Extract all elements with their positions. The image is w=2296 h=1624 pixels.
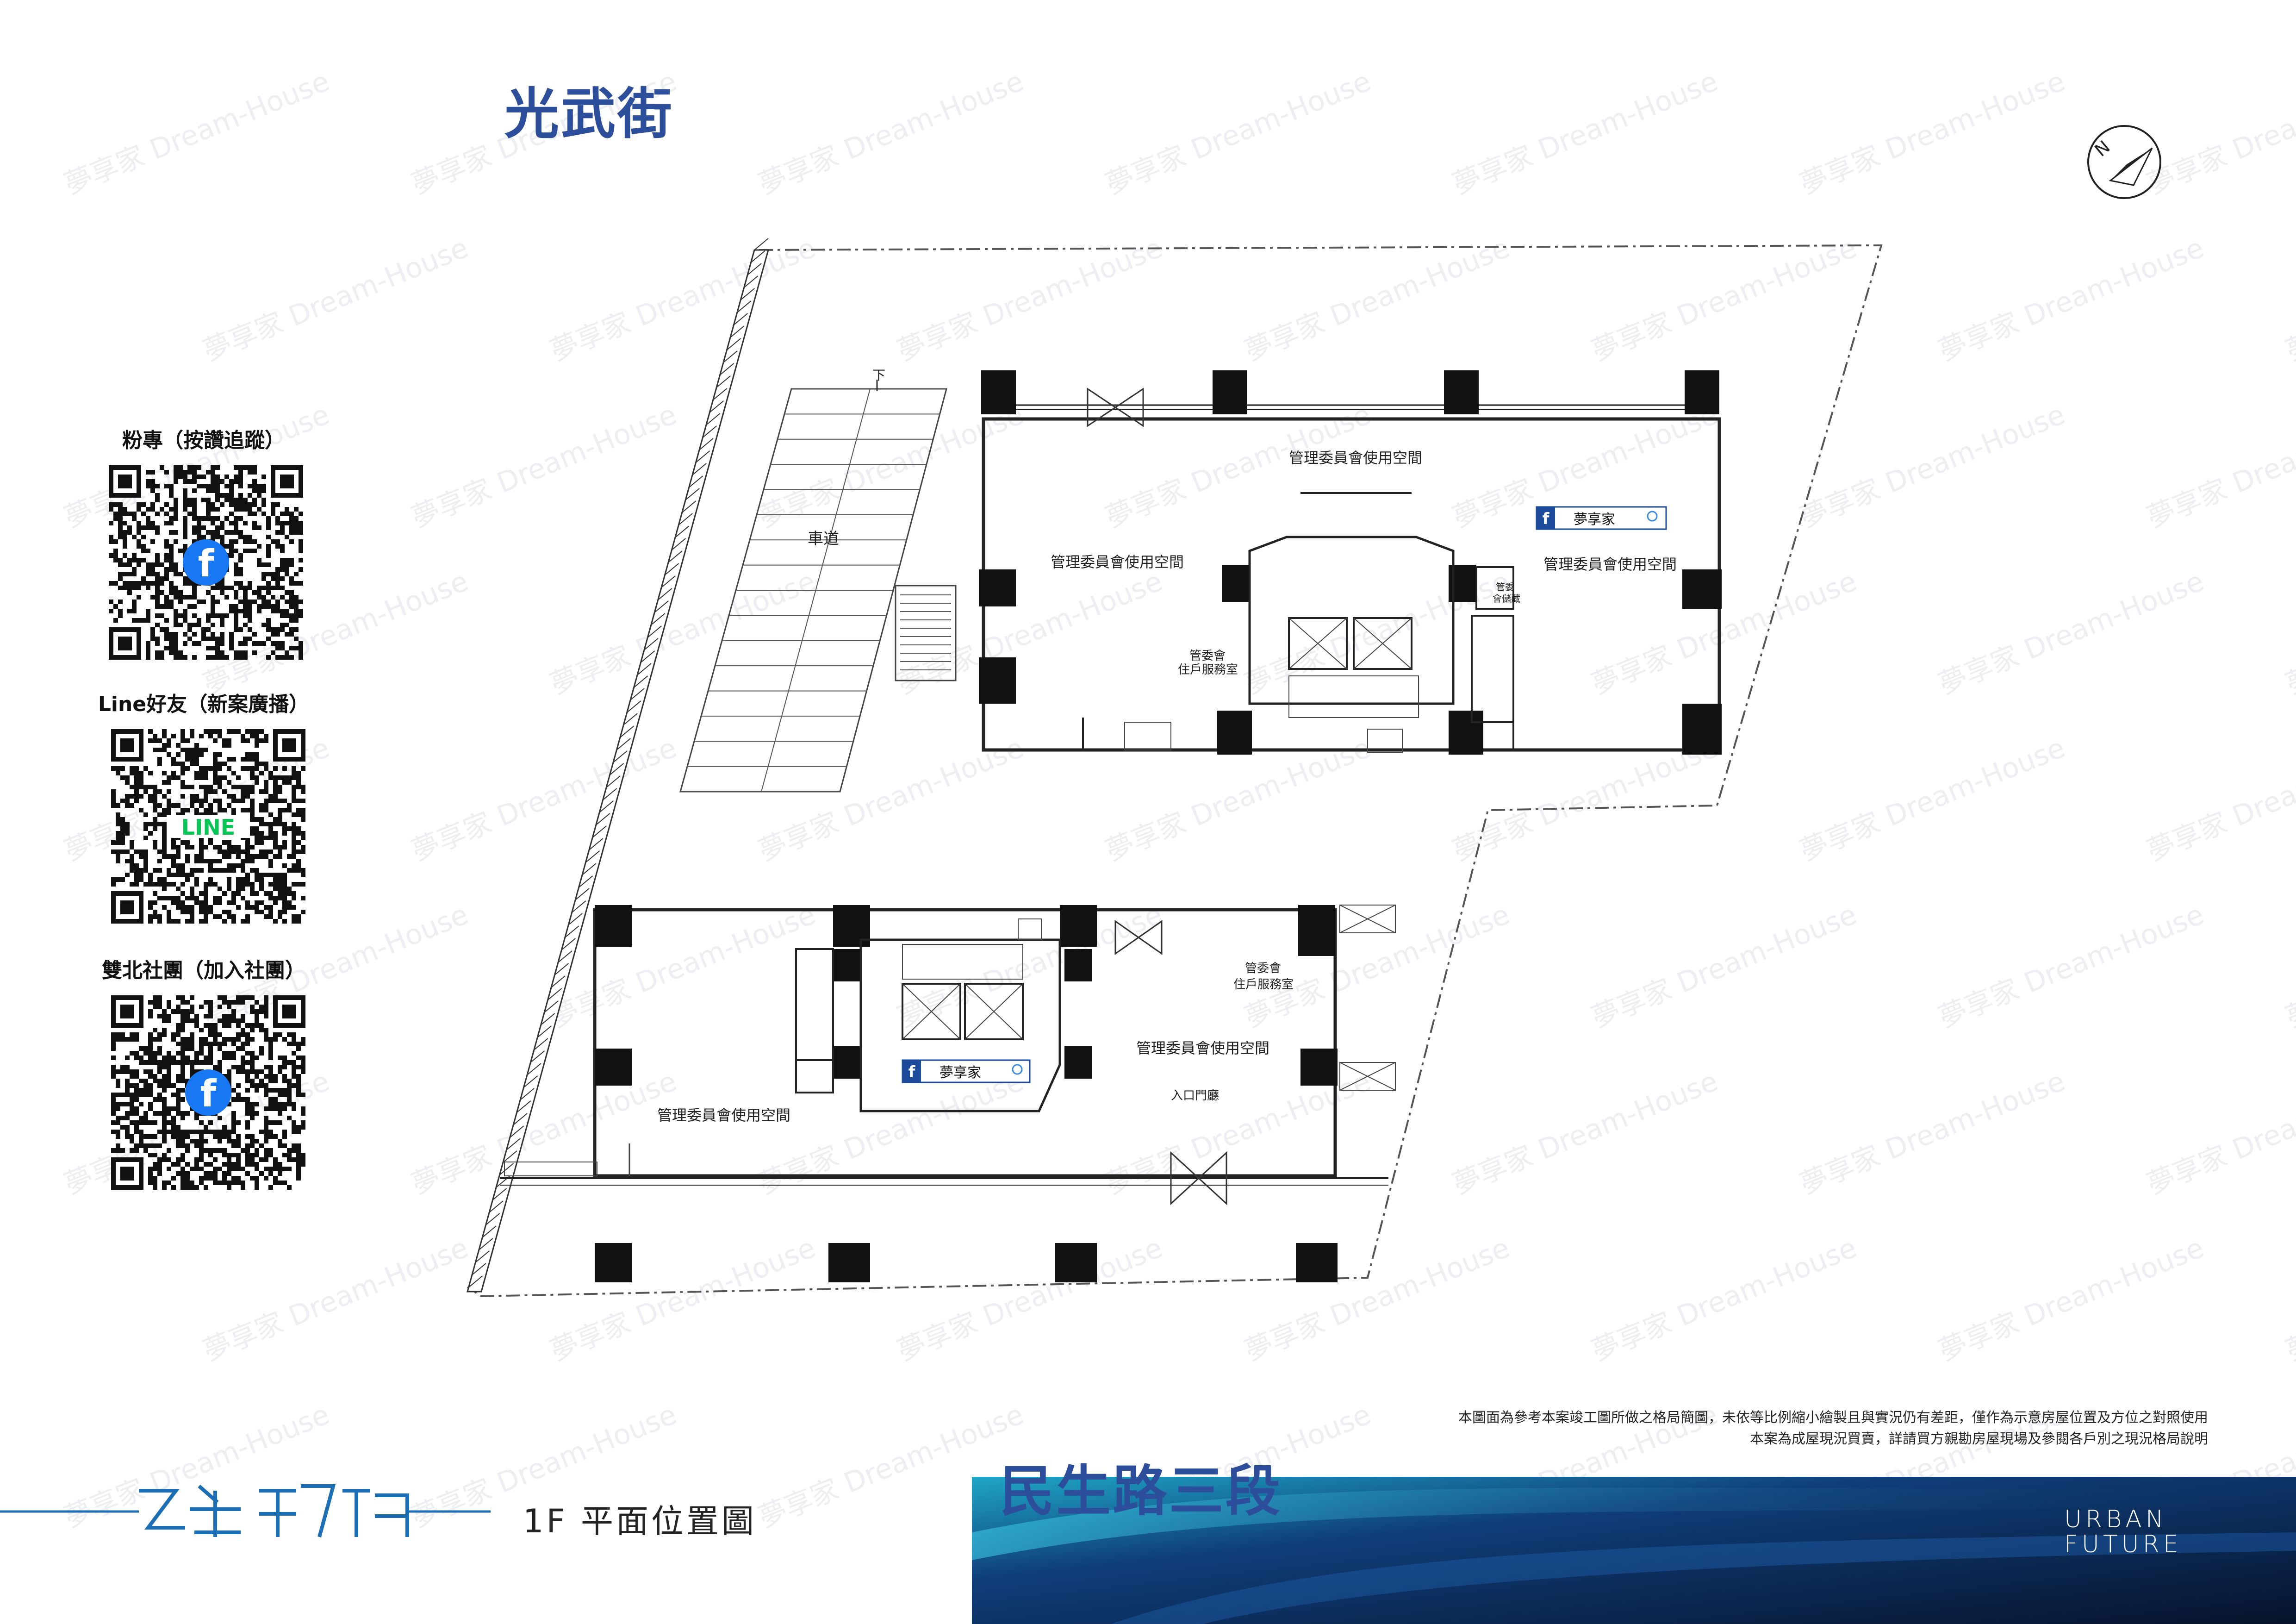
upper-building-outline [982,417,1721,752]
site-boundary [467,244,1883,1298]
footer-band [972,1477,2296,1624]
lower-building-outline [593,908,1337,1178]
search-icon [1647,511,1658,522]
upper-service-label-1: 管委會 [1189,649,1226,663]
lower-entrance-label: 入口門廳 [1171,1089,1219,1103]
lower-service-label-2: 住戶服務室 [1233,978,1294,992]
svg-text:f: f [1543,510,1550,528]
facebook-icon [185,1069,231,1116]
svg-text:f: f [200,1072,217,1115]
disclaimer: 本圖面為參考本案竣工圖所做之格局簡圖，未依等比例縮小繪製且與實況仍有差距，僅作為… [1458,1407,2208,1450]
upper-mgmt-top-label: 管理委員會使用空間 [1289,449,1422,467]
community-qr-code[interactable]: f [111,995,305,1190]
svg-text:f: f [908,1063,916,1081]
upper-mgmt-right-label: 管理委員會使用空間 [1543,556,1677,573]
street-name-bottom: 民生路三段 [1000,1459,1282,1523]
disclaimer-line-1: 本圖面為參考本案竣工圖所做之格局簡圖，未依等比例縮小繪製且與實況仍有差距，僅作為… [1458,1410,2208,1426]
fanpage-label: 粉專（按讚追蹤） [122,429,285,452]
project-logo-script [0,1484,491,1538]
facebook-icon [183,539,229,586]
upper-storage-label-2: 會儲藏 [1493,593,1520,604]
floor-plan-title: 1F 平面位置圖 [523,1502,757,1540]
upper-storage-label-1: 管委 [1496,581,1514,593]
line-logo-text: LINE [181,815,235,840]
upper-service-label-2: 住戶服務室 [1178,663,1238,677]
ramp-down-mark: 下 [872,368,885,383]
lower-mgmt-left-label: 管理委員會使用空間 [657,1106,790,1124]
boundary-wall [467,249,769,1293]
line-qr-code[interactable]: LINE [111,729,305,924]
line-friend-label: Line好友（新案廣播） [98,693,310,716]
fb-badge-lower: f 夢享家 [902,1059,1031,1083]
fanpage-qr-code[interactable]: f [109,465,303,660]
svg-text:f: f [198,542,215,585]
lower-mgmt-right-label: 管理委員會使用空間 [1136,1039,1269,1057]
community-label: 雙北社團（加入社團） [102,959,305,982]
north-compass-icon: N [2087,125,2161,199]
upper-mgmt-left-label: 管理委員會使用空間 [1051,553,1184,571]
brand-urban-future: URBAN FUTURE [2064,1505,2182,1558]
svg-text:夢享家: 夢享家 [1574,512,1615,528]
svg-text:夢享家: 夢享家 [940,1065,981,1081]
lower-service-label-1: 管委會 [1245,962,1281,975]
fb-badge-upper: f 夢享家 [1536,506,1667,530]
search-icon [1012,1064,1023,1075]
street-name-top: 光武街 [504,82,674,146]
ramp-label: 車道 [808,530,839,548]
disclaimer-line-2: 本案為成屋現況買賣，詳請買方親勘房屋現場及參閱各戶別之現況格局說明 [1750,1431,2208,1447]
